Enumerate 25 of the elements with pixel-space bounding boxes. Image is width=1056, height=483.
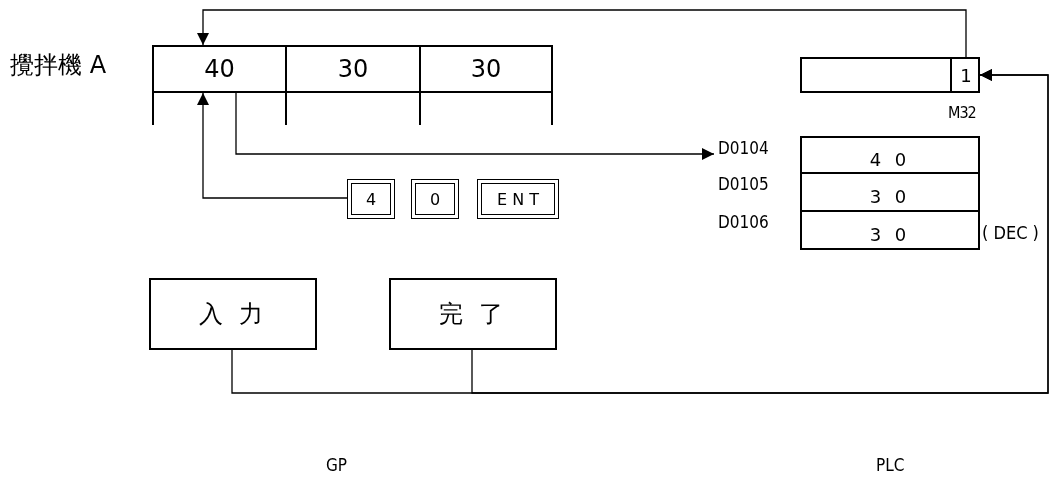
address-label: D0104 bbox=[718, 138, 769, 158]
register-cell: 4 0 bbox=[800, 136, 980, 174]
keyboard-key: 0 bbox=[411, 179, 459, 219]
keyboard-key: E N T bbox=[477, 179, 559, 219]
arrow bbox=[197, 92, 348, 199]
bit-value: 1 bbox=[950, 57, 980, 93]
screen-button: 入 力 bbox=[149, 278, 317, 350]
address-label: D0105 bbox=[718, 174, 769, 194]
value-cell: 30 bbox=[285, 45, 421, 93]
address-label: D0106 bbox=[718, 212, 769, 232]
device-label: PLC bbox=[876, 455, 905, 475]
arrow bbox=[235, 92, 715, 160]
arrow bbox=[197, 9, 967, 58]
keyboard-key: 4 bbox=[347, 179, 395, 219]
row-label: 攪拌機 A bbox=[10, 50, 107, 81]
arrow bbox=[471, 69, 1049, 394]
value-cell: 30 bbox=[419, 45, 553, 93]
format-note: ( DEC ) bbox=[982, 222, 1039, 243]
register-cell: 3 0 bbox=[800, 172, 980, 212]
value-cell: 40 bbox=[152, 45, 287, 93]
address-label: M32 bbox=[948, 103, 976, 122]
screen-button: 完 了 bbox=[389, 278, 557, 350]
bit-register bbox=[800, 57, 980, 93]
register-cell: 3 0 bbox=[800, 210, 980, 250]
device-label: GP bbox=[326, 455, 348, 475]
